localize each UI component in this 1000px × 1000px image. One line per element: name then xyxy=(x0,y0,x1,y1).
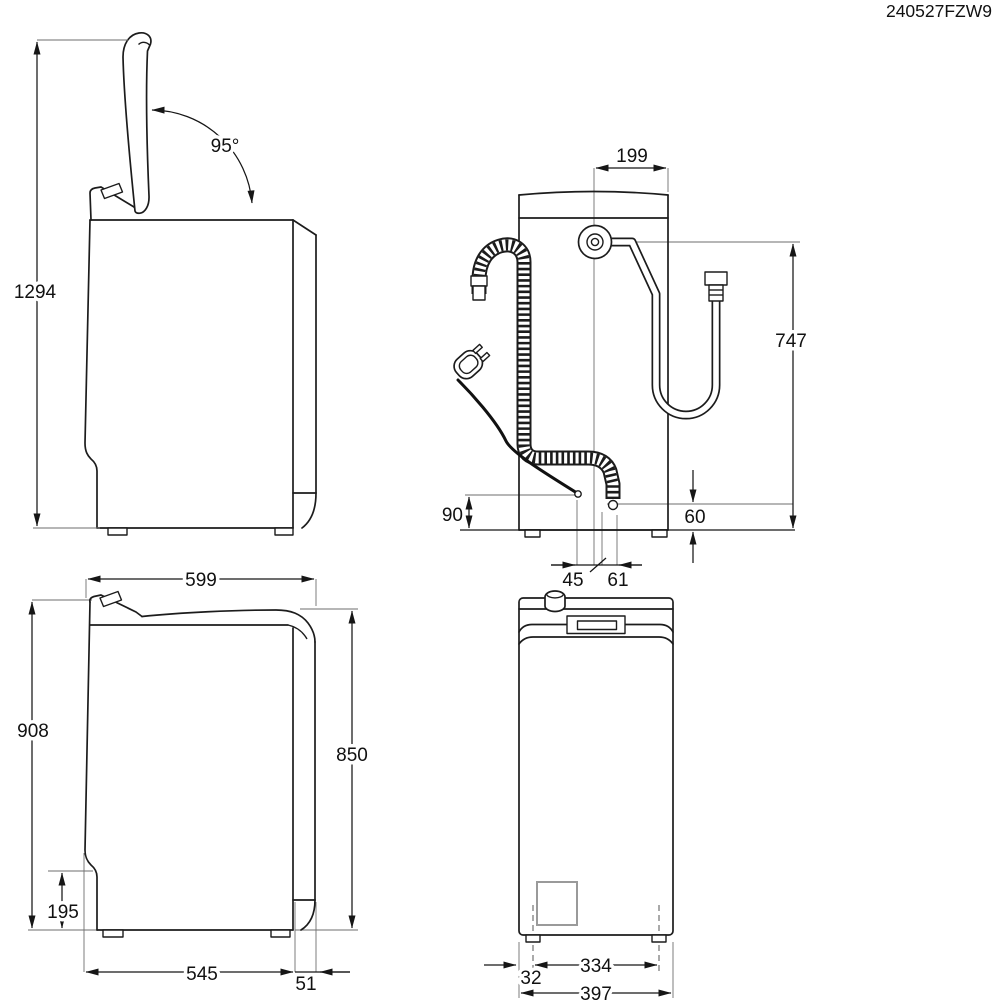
body-outline xyxy=(518,597,674,936)
dim-slash xyxy=(589,557,607,573)
drawing-code: 240527FZW9 xyxy=(886,1,992,21)
dim-drain-height: 60 xyxy=(684,507,705,528)
washer-front-view: 334 32 397 xyxy=(484,590,674,1000)
closed-lid-top xyxy=(141,609,316,643)
front-edge xyxy=(84,601,98,931)
dim-feet-spacing: 334 xyxy=(580,956,612,977)
control-panel xyxy=(89,186,139,221)
lid-angle-arc xyxy=(151,106,255,204)
body-outline xyxy=(84,219,98,529)
control-knob xyxy=(99,590,123,608)
machine-foot xyxy=(651,529,668,538)
tap-connector xyxy=(704,271,728,302)
rear-kick xyxy=(300,899,316,931)
power-plug xyxy=(453,343,491,380)
dim-plinth-height: 195 xyxy=(47,902,79,923)
dim-overall-width: 397 xyxy=(580,984,612,1000)
machine-foot xyxy=(524,529,541,538)
control-panel xyxy=(88,594,143,618)
filter-door xyxy=(536,881,578,926)
machine-foot xyxy=(274,527,294,536)
machine-foot xyxy=(107,527,128,536)
drain-hose-tip xyxy=(607,499,619,511)
dim-inlet-offset: 199 xyxy=(616,146,648,167)
power-cord xyxy=(456,378,579,495)
dim-lid-angle: 95° xyxy=(211,136,240,157)
dim-foot-offset: 32 xyxy=(520,968,541,989)
lid-rear-curve xyxy=(287,624,308,640)
dim-cord-height: 90 xyxy=(442,505,463,526)
body-top-edge xyxy=(518,190,669,196)
drain-end-fitting xyxy=(470,275,488,287)
cord-anchor xyxy=(574,490,582,498)
machine-foot xyxy=(651,934,667,943)
drain-hose xyxy=(470,237,621,511)
dim-rear-clearance: 51 xyxy=(295,974,316,995)
rear-kick xyxy=(301,492,317,529)
machine-foot xyxy=(525,934,541,943)
dim-height-total: 908 xyxy=(17,721,49,742)
water-inlet xyxy=(577,224,613,260)
machine-foot xyxy=(270,929,291,938)
top-rear-bevel xyxy=(292,219,317,236)
washer-side-view: 599 908 850 195 545 51 xyxy=(14,567,372,999)
inlet-hose-fill xyxy=(600,239,719,418)
washer-back-view: 199 747 90 60 45 61 xyxy=(438,143,810,595)
dim-height-body: 850 xyxy=(336,745,368,766)
dim-cord-spacing: 45 xyxy=(562,570,583,591)
dim-drain-spacing: 61 xyxy=(607,570,628,591)
dim-base-depth: 545 xyxy=(186,964,218,985)
dim-height-open: 1294 xyxy=(14,282,57,303)
program-knob xyxy=(544,590,566,613)
dim-hose-reach: 747 xyxy=(775,331,807,352)
drain-end-fitting xyxy=(472,285,486,301)
machine-foot xyxy=(102,929,124,938)
dim-depth-top: 599 xyxy=(185,570,217,591)
lid-lip xyxy=(138,41,150,46)
control-knob xyxy=(100,182,124,200)
open-lid xyxy=(122,31,152,215)
display-panel xyxy=(566,615,626,635)
washer-side-open-view: 95° 1294 xyxy=(10,31,317,536)
panel-front-seam xyxy=(518,636,674,645)
